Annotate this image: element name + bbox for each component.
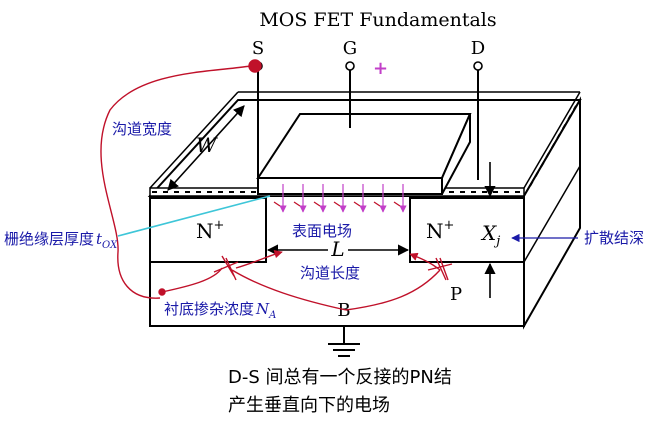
svg-text:N+: N+ — [426, 218, 454, 243]
length-dimension: L — [266, 237, 410, 261]
gate-terminal: G + — [343, 38, 388, 128]
caption-line-2: 产生垂直向下的电场 — [228, 395, 390, 416]
oxide-thickness-pointer — [117, 195, 271, 237]
junction-depth-dimension: Xj — [480, 162, 500, 298]
gate-electrode — [256, 113, 472, 195]
svg-text:W: W — [196, 133, 218, 157]
width-dimension: W — [167, 105, 245, 191]
channel-width-label: 沟道宽度 — [112, 120, 172, 138]
svg-text:D: D — [471, 38, 485, 59]
n-plus-left-region: N+ — [149, 197, 267, 263]
diagram-title: MOS FET Fundamentals — [259, 9, 496, 31]
n-plus-right-region: N+ — [409, 197, 525, 263]
svg-text:S: S — [252, 38, 264, 59]
p-substrate-label: P — [450, 284, 462, 305]
svg-text:N+: N+ — [196, 218, 224, 243]
caption-line-1: D-S 间总有一个反接的PN结 — [228, 367, 452, 388]
svg-text:+: + — [373, 58, 388, 79]
svg-text:Xj: Xj — [480, 221, 500, 249]
svg-text:B: B — [337, 300, 350, 321]
channel-length-label: 沟道长度 — [300, 264, 360, 282]
svg-text:L: L — [330, 237, 344, 261]
svg-text:G: G — [343, 38, 357, 59]
surface-field-arrows — [279, 184, 407, 213]
charge-markers — [273, 201, 401, 207]
surface-field-label: 表面电场 — [292, 222, 352, 240]
diffusion-depth-label: 扩散结深 — [584, 229, 644, 247]
handwritten-annotations — [100, 59, 453, 311]
body-terminal: B — [328, 300, 360, 357]
drain-terminal: D — [471, 38, 485, 180]
